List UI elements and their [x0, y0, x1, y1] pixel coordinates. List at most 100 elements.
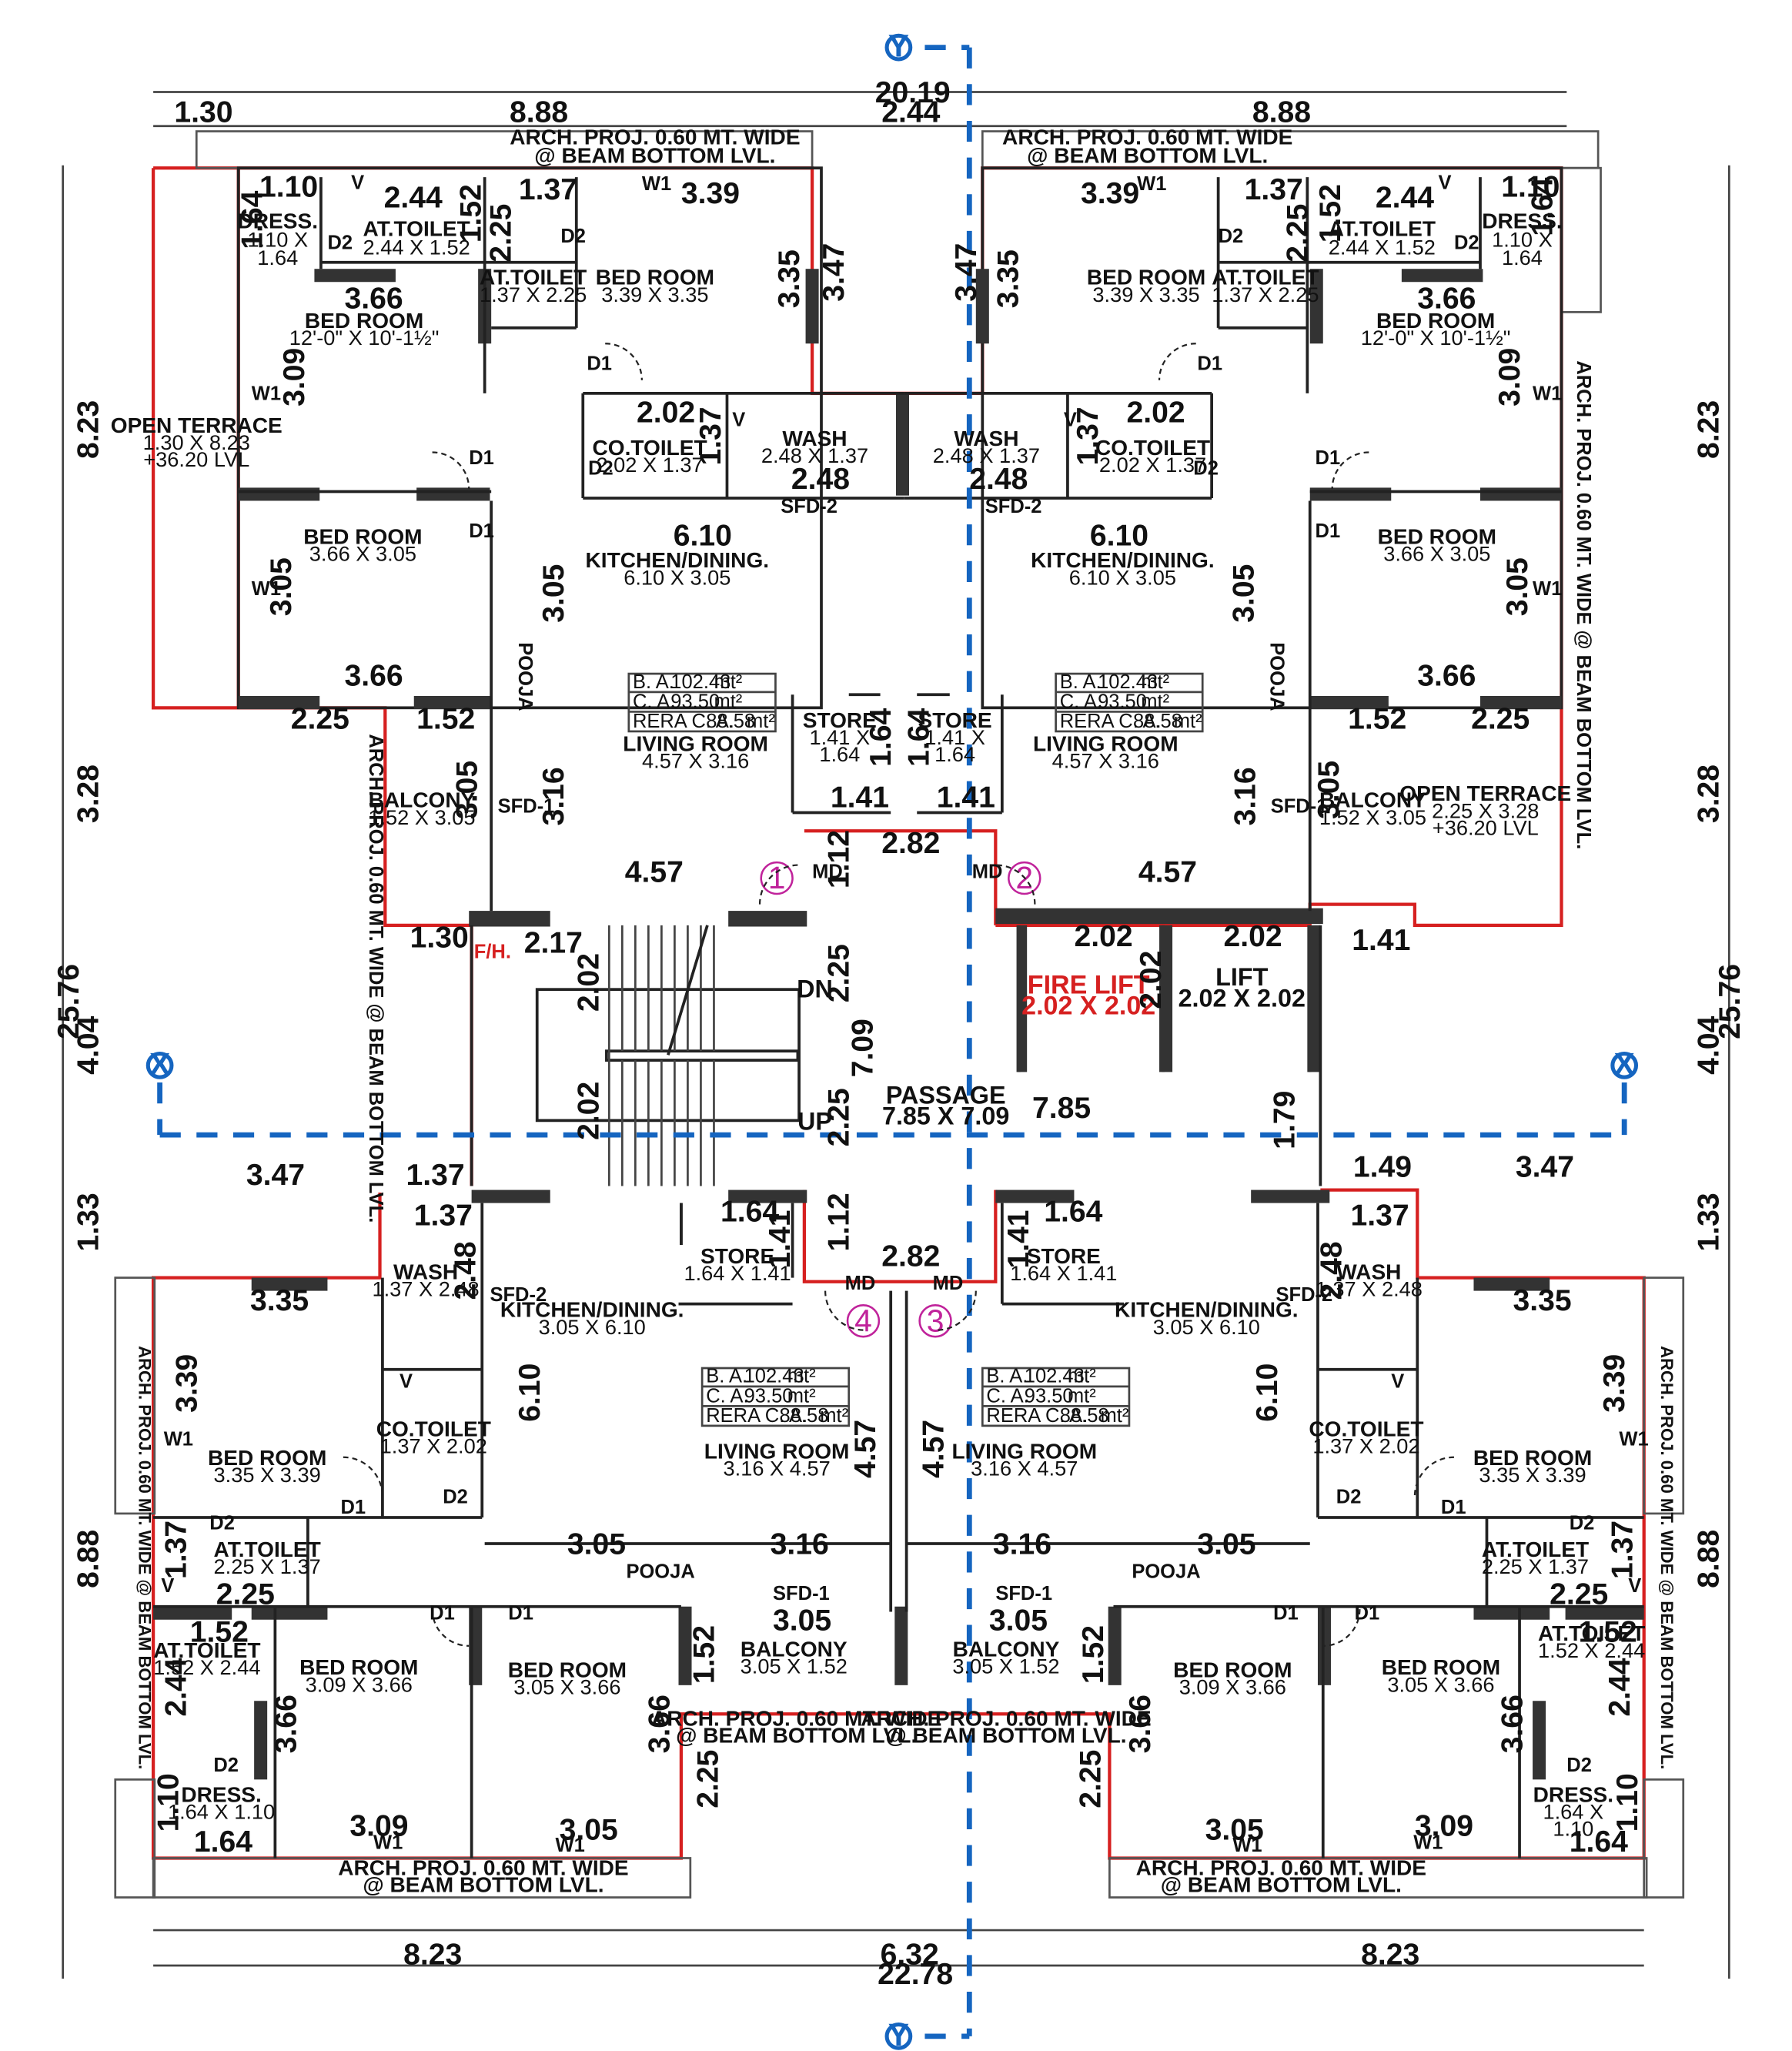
- lift-0: LIFT: [1215, 963, 1268, 991]
- b-d316b: 3.16: [993, 1528, 1051, 1561]
- f3-wash-1: 1.37 X 2.48: [1316, 1276, 1423, 1300]
- tag-d1-h: D1: [1441, 1497, 1466, 1518]
- f1-attoilet1-0: AT.TOILET: [363, 217, 470, 241]
- b-d316a: 3.16: [771, 1528, 829, 1561]
- b-v457b: 4.57: [917, 1420, 950, 1478]
- f1-d225: 2.25: [291, 703, 349, 736]
- unit-1: 1: [768, 860, 786, 895]
- f1-bedroom3-0: BED ROOM: [303, 525, 422, 549]
- dim-bottom-right: 8.23: [1361, 1938, 1419, 1971]
- f3-bedroom3-0: BED ROOM: [1173, 1658, 1292, 1682]
- at4-rera-u: mt²: [820, 1405, 848, 1427]
- tag-w1-d: W1: [1137, 173, 1166, 195]
- md-1: MD: [812, 862, 843, 883]
- tag-w1-i: W1: [373, 1832, 403, 1854]
- flat2-dims: 1.10 2.44 1.37 3.39 3.66 2.02 2.48 6.10 …: [881, 171, 1560, 1009]
- flat2-walls: [904, 166, 1563, 1072]
- f3-balcony-0: BALCONY: [953, 1637, 1060, 1661]
- passage-0: PASSAGE: [886, 1081, 1006, 1109]
- f3-dress-2: 1.10: [1553, 1817, 1593, 1841]
- c-d282b: 2.82: [881, 1240, 940, 1273]
- top-dimension-lines: [62, 91, 1730, 1979]
- f2-d110: 1.10: [1501, 171, 1560, 204]
- at1-ca-l: C. A.: [633, 691, 675, 712]
- tag-v-e: V: [400, 1371, 413, 1393]
- left-vertical-dims: 8.23 3.28 25.76 4.04 1.33 8.88: [52, 400, 105, 1588]
- f3-bedroom1-0: BED ROOM: [1473, 1446, 1592, 1470]
- f2-living-1: 4.57 X 3.16: [1052, 749, 1159, 773]
- b-d347l: 3.47: [246, 1159, 305, 1192]
- b-d309a: 3.09: [349, 1810, 408, 1843]
- f2-d141: 1.41: [937, 781, 995, 815]
- core-labels: FIRE LIFT 2.02 X 2.02 LIFT 2.02 X 2.02 P…: [474, 862, 1306, 1294]
- axis-lines: [145, 33, 1639, 2050]
- b-d305c: 3.05: [773, 1604, 831, 1637]
- vdim-left-0: 8.23: [72, 400, 105, 459]
- f1-attoilet1-1: 2.44 X 1.52: [363, 236, 470, 259]
- f1-d248: 2.48: [791, 463, 850, 496]
- ap-bottom-right-0: ARCH. PROJ. 0.60 MT. WIDE: [1136, 1856, 1426, 1880]
- f1-balcony-1: 1.52 X 3.05: [368, 805, 475, 829]
- at3-rera-u: mt²: [1100, 1405, 1128, 1427]
- ap-bmid-left-1: @ BEAM BOTTOM LVL.: [676, 1724, 917, 1748]
- b-d335b: 3.35: [1513, 1284, 1572, 1317]
- f3-dress-0: DRESS.: [1533, 1782, 1613, 1806]
- staircase: [470, 925, 1322, 1186]
- b-v141b: 1.41: [1002, 1210, 1035, 1269]
- f4-bedroom3-0: BED ROOM: [508, 1658, 627, 1682]
- c-v225a: 2.25: [823, 944, 856, 1002]
- b-v248a: 2.48: [450, 1241, 483, 1300]
- f1-v309: 3.09: [278, 348, 311, 407]
- b-d137l: 1.37: [406, 1159, 465, 1192]
- b-d137b: 1.37: [1351, 1199, 1409, 1233]
- f2-d248: 2.48: [969, 463, 1028, 496]
- f2-attoilet1-1: 2.44 X 1.52: [1329, 236, 1436, 259]
- ap-bmid-left-0: ARCH. PROJ. 0.60 MT. WIDE: [651, 1707, 941, 1731]
- f2-store-0: STORE: [918, 708, 991, 732]
- tag-w1-j: W1: [556, 1835, 585, 1856]
- at4-ba-u: mt²: [787, 1366, 816, 1387]
- b-v244a: 2.44: [160, 1658, 193, 1716]
- at2-rera-u: mt²: [1174, 711, 1202, 732]
- f1-v316: 3.16: [537, 767, 570, 825]
- f2-v137: 1.37: [1072, 407, 1105, 465]
- f4-bedroom2-0: BED ROOM: [299, 1655, 418, 1679]
- vdim-left-5: 8.88: [72, 1530, 105, 1588]
- b-v610b: 6.10: [1251, 1363, 1284, 1422]
- b-d347r: 3.47: [1516, 1151, 1574, 1184]
- ap-left-mid: ARCH. PROJ. 0.60 MT. WIDE @ BEAM BOTTOM …: [365, 734, 386, 1223]
- f2-kitchen-1: 6.10 X 3.05: [1069, 565, 1176, 589]
- ap-bottom-left-1: @ BEAM BOTTOM LVL.: [363, 1873, 603, 1897]
- tag-d2-l: D2: [1566, 1755, 1592, 1776]
- f3-living-1: 3.16 X 4.57: [971, 1457, 1078, 1481]
- f2-dress-0: DRESS.: [1482, 209, 1562, 233]
- tag-d2-k: D2: [213, 1755, 239, 1776]
- f1-d366b: 3.66: [345, 659, 403, 692]
- area-table-4: B. A. 102.43 mt² C. A. 93.50 mt² RERA C.…: [700, 1366, 851, 1427]
- dim-bottom-total: 22.78: [878, 1958, 953, 1991]
- tag-v-g: V: [161, 1575, 174, 1597]
- f1-attoilet2-1: 1.37 X 2.25: [480, 283, 587, 306]
- b-v137b: 1.37: [1606, 1521, 1639, 1579]
- f4-bedroom3-1: 3.05 X 3.66: [513, 1675, 620, 1699]
- bottom-outlines: [114, 1188, 1685, 1899]
- tag-d2-b: D2: [560, 226, 586, 247]
- tag-d1-g: D1: [340, 1497, 366, 1518]
- f2-d282: 2.82: [881, 827, 940, 860]
- vdim-right-2: 25.76: [1713, 964, 1747, 1039]
- b-d225b: 2.25: [1550, 1578, 1608, 1611]
- flat1-walls: [236, 166, 910, 927]
- flat1-dims: 1.10 2.44 1.37 3.39 3.66 2.02 2.48 6.10 …: [236, 171, 898, 960]
- f1-store-0: STORE: [803, 708, 877, 732]
- ap-top-right-1: @ BEAM BOTTOM LVL.: [1027, 143, 1268, 167]
- vdim-right-3: 4.04: [1693, 1015, 1726, 1074]
- f2-v164b: 1.64: [903, 708, 936, 767]
- b-d137a: 1.37: [414, 1199, 473, 1233]
- at3-ca: 93.50: [1025, 1385, 1074, 1407]
- at2-ba-l: B. A.: [1060, 671, 1102, 693]
- f1-d457: 4.57: [625, 856, 684, 889]
- f1-living-0: LIVING ROOM: [623, 731, 768, 755]
- f2-attoilet1-0: AT.TOILET: [1329, 217, 1436, 241]
- f1-v164: 1.64: [236, 190, 269, 249]
- axis-x-left: X: [149, 1046, 170, 1082]
